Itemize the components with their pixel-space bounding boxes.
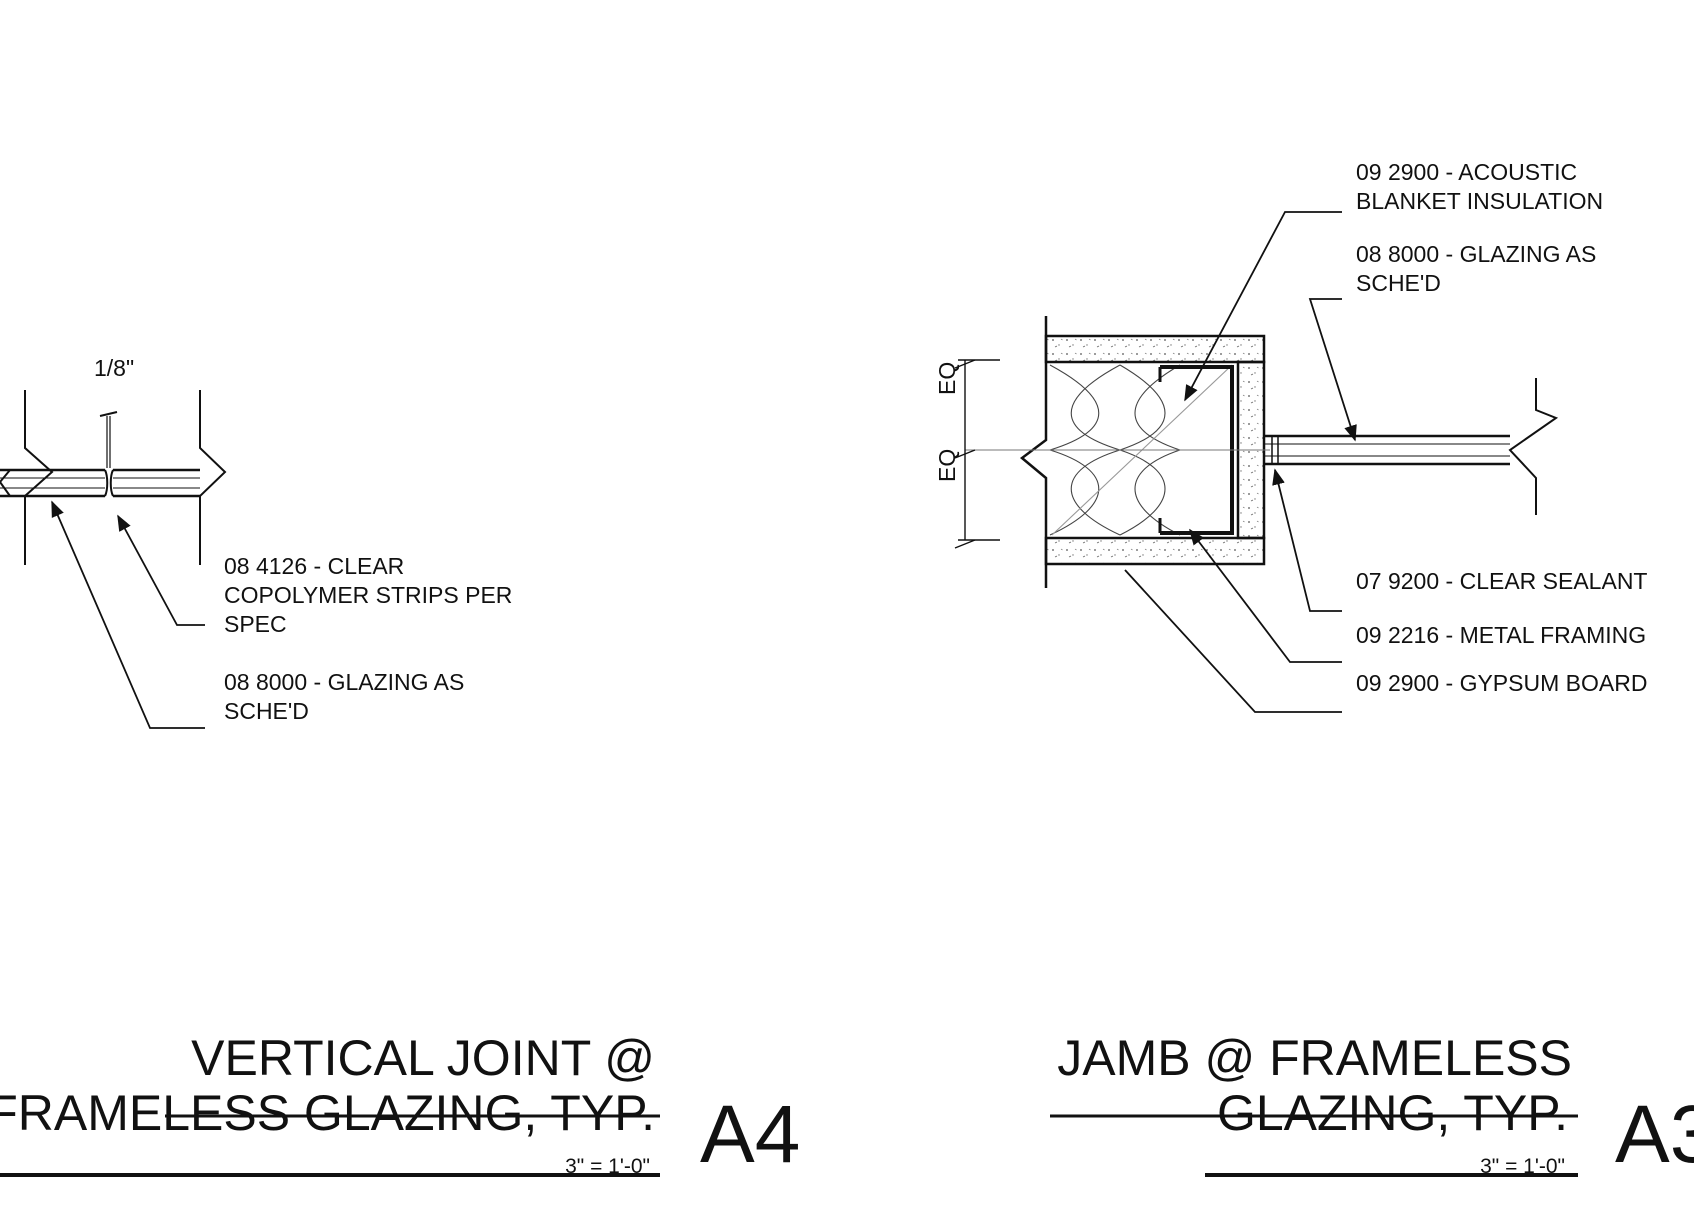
a3-note-gypsum: 09 2900 - GYPSUM BOARD (1356, 670, 1647, 696)
a3-note-sealant: 07 9200 - CLEAR SEALANT (1356, 568, 1647, 594)
a3-detail-tag: A3 (1615, 1089, 1694, 1180)
note-line: 09 2900 - ACOUSTIC (1356, 159, 1577, 185)
svg-text:SPEC: SPEC (224, 611, 287, 637)
a3-dimension-eq-lower: EQ (934, 449, 960, 482)
a4-note-glazing: 08 8000 - GLAZING AS SCHE'D (224, 669, 464, 724)
svg-text:09 2900 - ACOUSTIC: 09 2900 - ACOUSTIC (1356, 159, 1577, 185)
a3-note-acoustic: 09 2900 - ACOUSTIC BLANKET INSULATION (1356, 159, 1603, 214)
note-line: COPOLYMER STRIPS PER (224, 582, 512, 608)
detail-a4: 1/8" 08 4126 - CLEAR COPOLYMER STRIPS PE… (0, 355, 800, 1180)
a4-leaders (51, 500, 205, 729)
note-line: SPEC (224, 611, 287, 637)
a3-leaders (1124, 211, 1357, 713)
svg-text:SCHE'D: SCHE'D (224, 698, 309, 724)
a3-note-framing: 09 2216 - METAL FRAMING (1356, 622, 1646, 648)
note-line: BLANKET INSULATION (1356, 188, 1603, 214)
a3-dimension-eq-upper: EQ (934, 362, 960, 395)
a4-dimension-label: 1/8" (94, 355, 134, 381)
detail-a3: EQ EQ 09 2900 - ACOUSTIC BLANKET INSULAT… (934, 159, 1694, 1180)
a3-wall-section (965, 316, 1559, 588)
a4-note-copolymer: 08 4126 - CLEAR COPOLYMER STRIPS PER SPE… (224, 553, 512, 637)
a4-scale: 3" = 1'-0" (565, 1155, 650, 1178)
svg-text:SCHE'D: SCHE'D (1356, 270, 1441, 296)
a3-title-block: JAMB @ FRAMELESS GLAZING, TYP. 3" = 1'-0… (1050, 1030, 1694, 1180)
svg-text:08 8000 - GLAZING AS: 08 8000 - GLAZING AS (224, 669, 464, 695)
svg-text:BLANKET INSULATION: BLANKET INSULATION (1356, 188, 1603, 214)
a4-title-line2: FRAMELESS GLAZING, TYP. (0, 1085, 655, 1141)
a4-glass-panels (0, 390, 227, 565)
a4-title-block: VERTICAL JOINT @ FRAMELESS GLAZING, TYP.… (0, 1030, 800, 1180)
svg-text:08 4126 - CLEAR: 08 4126 - CLEAR (224, 553, 404, 579)
a3-title-line2: GLAZING, TYP. (1217, 1085, 1568, 1141)
note-line: 08 8000 - GLAZING AS (224, 669, 464, 695)
svg-text:08 8000 - GLAZING AS: 08 8000 - GLAZING AS (1356, 241, 1596, 267)
note-line: SCHE'D (1356, 270, 1441, 296)
a4-title-line1: VERTICAL JOINT @ (191, 1030, 655, 1086)
a3-scale: 3" = 1'-0" (1480, 1155, 1565, 1178)
note-line: 08 4126 - CLEAR (224, 553, 404, 579)
note-line: SCHE'D (224, 698, 309, 724)
a4-detail-tag: A4 (700, 1089, 800, 1180)
svg-text:COPOLYMER STRIPS PER: COPOLYMER STRIPS PER (224, 582, 512, 608)
note-line: 08 8000 - GLAZING AS (1356, 241, 1596, 267)
a3-dimension-string (954, 359, 1000, 549)
a3-note-glazing: 08 8000 - GLAZING AS SCHE'D (1356, 241, 1596, 296)
a3-title-line1: JAMB @ FRAMELESS (1057, 1030, 1572, 1086)
